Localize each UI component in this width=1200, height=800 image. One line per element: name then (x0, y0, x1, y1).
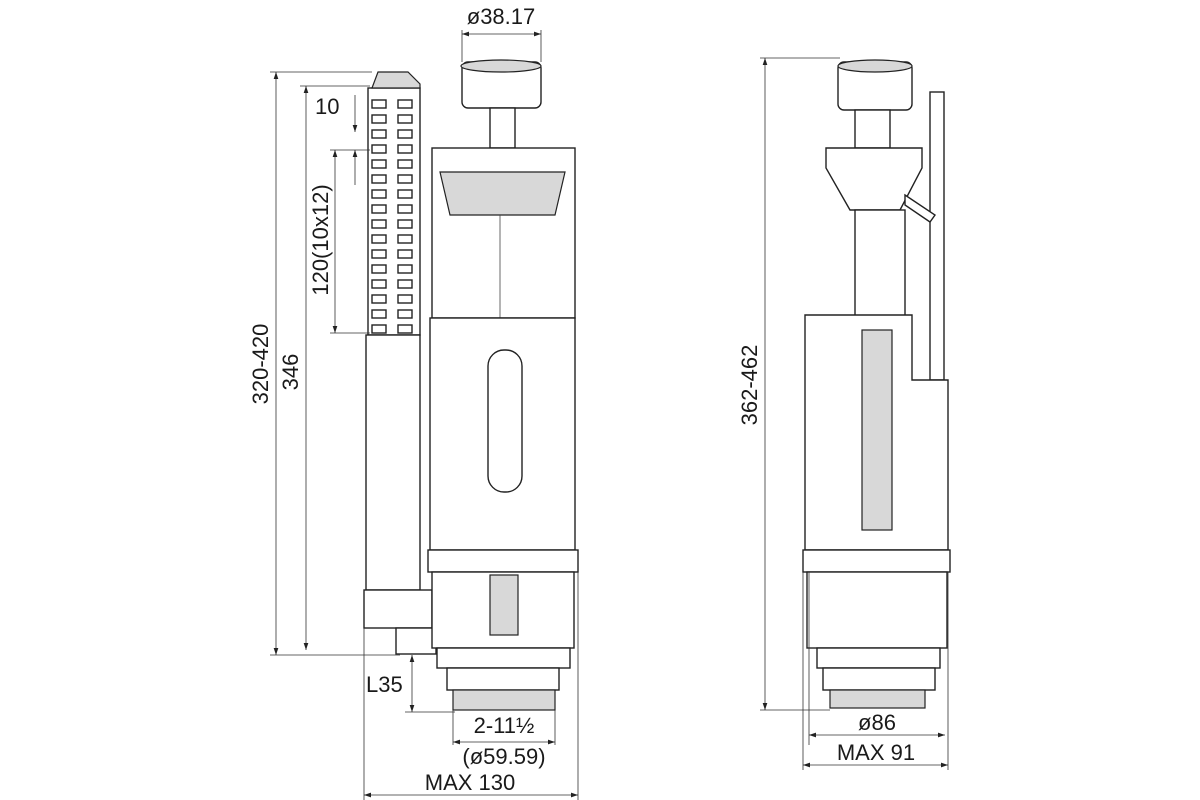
rack-tooth (397, 234, 413, 244)
rack-tooth (371, 204, 387, 214)
label-step: 10 (315, 94, 339, 119)
label-height-fixed: 346 (278, 354, 303, 391)
label-thread-diameter: (ø59.59) (462, 744, 545, 769)
rack-tooth (397, 324, 413, 334)
side-view-valve (802, 59, 951, 709)
label-max-width-left: MAX 130 (425, 770, 516, 795)
rack-tooth (397, 159, 413, 169)
rack-tooth (371, 324, 387, 334)
rack-tooth (371, 189, 387, 199)
rack-tooth (371, 144, 387, 154)
dimension-lines-left (270, 30, 579, 800)
rack-tooth (397, 249, 413, 259)
label-thread: 2-11½ (474, 713, 535, 738)
rack-tooth (397, 309, 413, 319)
rack-tooth (371, 114, 387, 124)
dimension-lines-right (760, 57, 949, 770)
rack-tooth (371, 279, 387, 289)
rack-tooth (371, 234, 387, 244)
rack-tooth (397, 114, 413, 124)
label-button-diameter: ø38.17 (467, 4, 536, 29)
rack-tooth (397, 204, 413, 214)
label-length: L35 (366, 672, 403, 697)
label-diameter-right: ø86 (858, 710, 896, 735)
rack-tooth (371, 159, 387, 169)
rack-tooth (371, 249, 387, 259)
thread (452, 689, 556, 711)
label-height-range-right: 362-462 (737, 345, 762, 426)
front-view-valve (363, 59, 579, 711)
rack-tooth (397, 99, 413, 109)
level-window (487, 349, 523, 493)
rack-tooth (397, 294, 413, 304)
rack-tooth (371, 99, 387, 109)
rack-tooth (397, 219, 413, 229)
rack-tooth (371, 174, 387, 184)
overflow-tube (365, 334, 421, 591)
rack-tooth (397, 144, 413, 154)
rack-tooth (397, 189, 413, 199)
rack-tooth (397, 174, 413, 184)
rack-tooth (397, 264, 413, 274)
rack-tooth (397, 279, 413, 289)
label-height-range: 320-420 (248, 324, 273, 405)
rack-tooth (371, 309, 387, 319)
rack-tooth (371, 294, 387, 304)
label-adjust-range: 120(10x12) (308, 184, 333, 295)
rack-tooth (371, 219, 387, 229)
label-max-width-right: MAX 91 (837, 740, 915, 765)
rack-tooth (397, 129, 413, 139)
rack-tooth (371, 129, 387, 139)
chain-rod (929, 91, 945, 381)
rack-tooth (371, 264, 387, 274)
